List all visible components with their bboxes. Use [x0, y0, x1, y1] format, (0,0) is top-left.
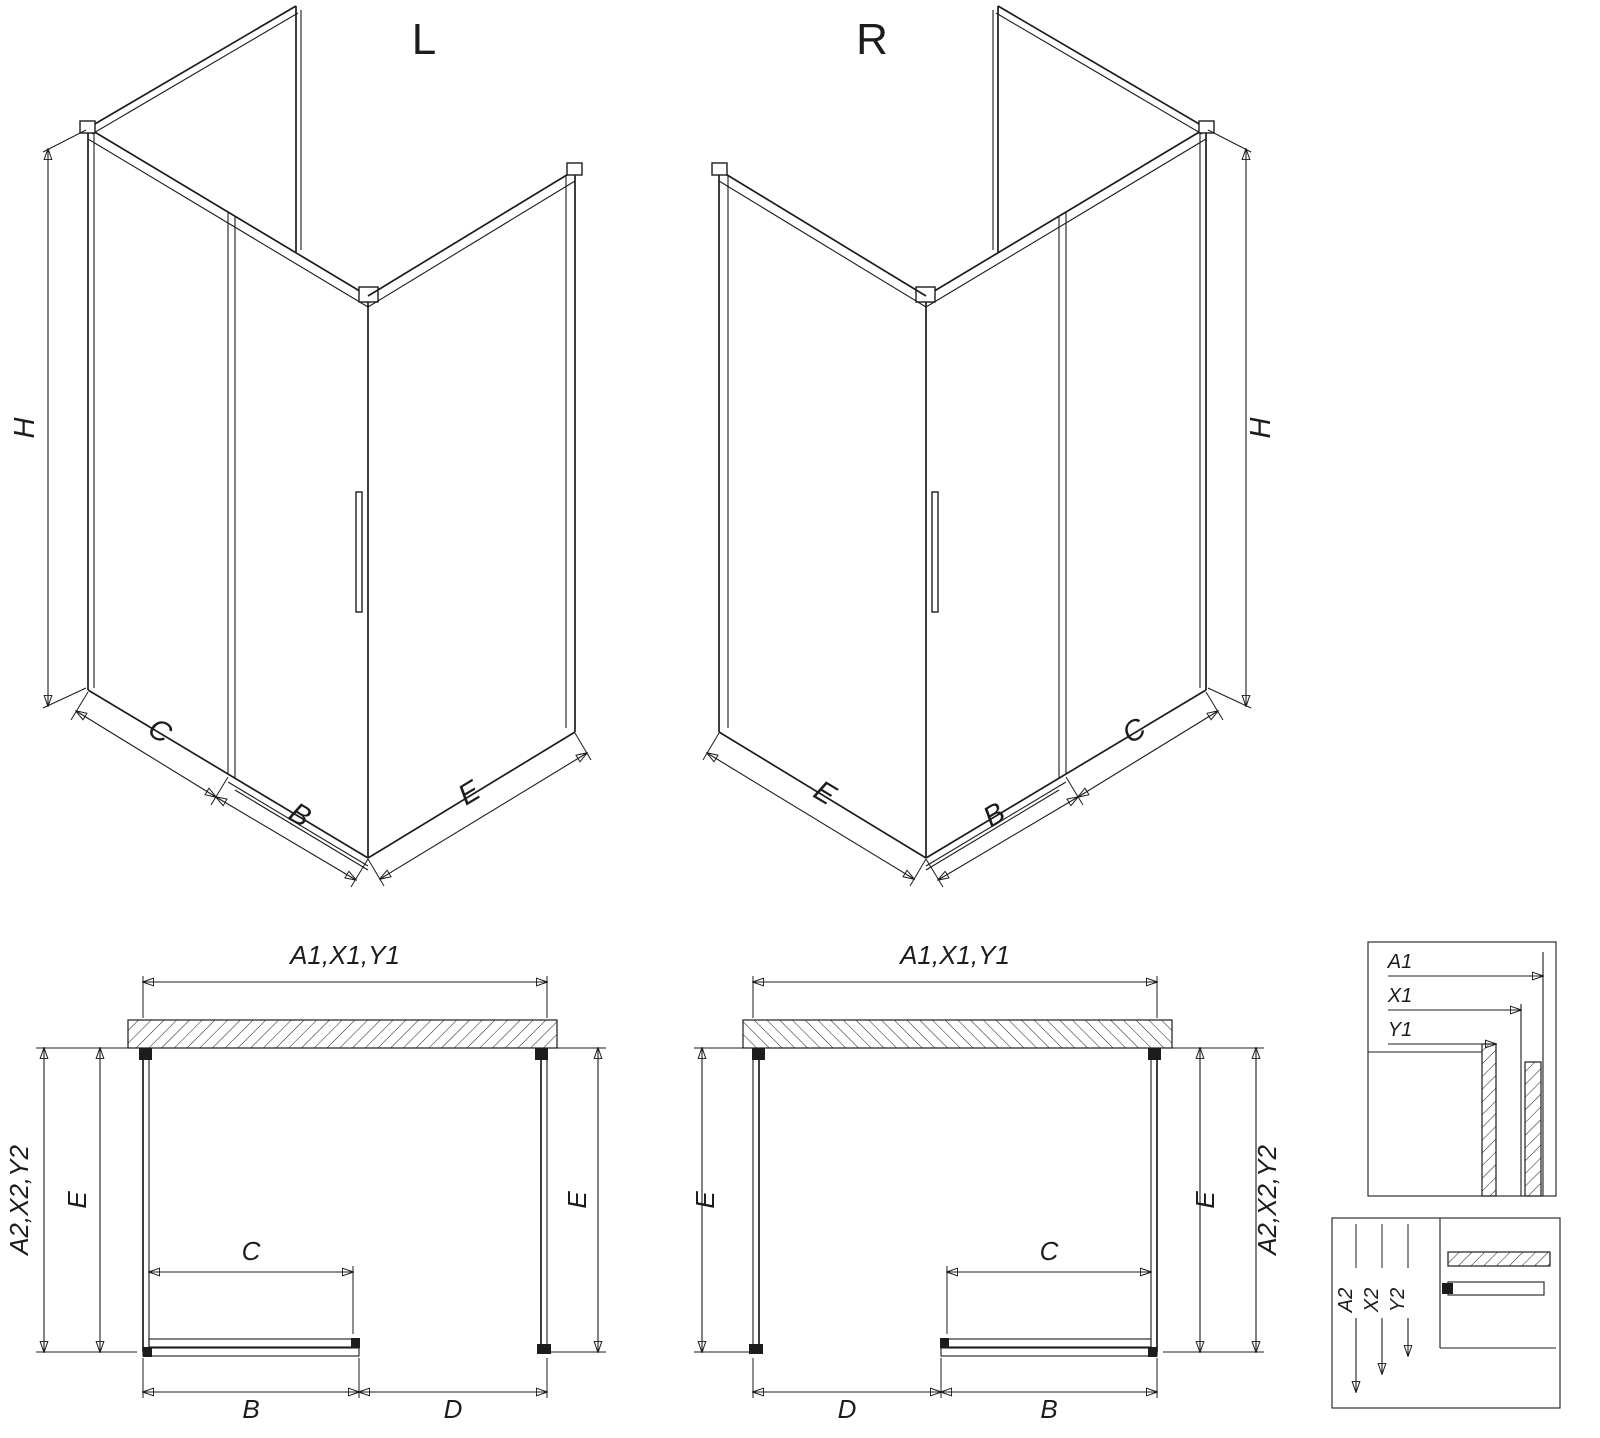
dim-label-e: E: [808, 775, 842, 813]
dim-label-d: D: [838, 1394, 857, 1424]
detail-view-bottom: A2 X2 Y2: [1331, 1217, 1561, 1409]
dim-label-e: E: [453, 774, 487, 812]
dim-label-e-right: E: [1190, 1191, 1220, 1209]
dim-label-x1: X1: [1387, 985, 1412, 1007]
wall-section-hatched: [1524, 1061, 1542, 1197]
dim-label-b: B: [242, 1394, 259, 1424]
door-profile: [1447, 1281, 1545, 1296]
detail-frame: [1367, 941, 1557, 1197]
glass-section-hatched: [1481, 1043, 1497, 1197]
dim-label-e-right: E: [562, 1191, 592, 1209]
dim-label-h: H: [1245, 417, 1277, 438]
view-title-right: R: [856, 15, 888, 64]
dim-label-x2: X2: [1361, 1288, 1383, 1313]
dim-label-a2x2y2: A2,X2,Y2: [4, 1145, 34, 1257]
dim-label-c: C: [1040, 1236, 1059, 1266]
glass-section-hatched: [1447, 1251, 1551, 1267]
perspective-view-right: [703, 6, 1251, 887]
dim-label-y2: Y2: [1387, 1288, 1409, 1312]
dim-label-h: H: [9, 417, 41, 438]
plan-right-labels: A1,X1,Y1 A2,X2,Y2 E E C B D: [690, 940, 1282, 1424]
perspective-view-left: [43, 6, 591, 887]
dim-label-b: B: [283, 797, 316, 834]
dim-label-e-left: E: [690, 1191, 720, 1209]
dim-label-a1: A1: [1387, 951, 1412, 973]
plan-view-right: [694, 976, 1264, 1398]
dim-label-b: B: [1040, 1394, 1057, 1424]
dim-label-e-left: E: [62, 1191, 92, 1209]
dim-label-a2: A2: [1335, 1288, 1357, 1313]
dim-label-a1x1y1: A1,X1,Y1: [898, 940, 1010, 970]
plan-left-labels: A1,X1,Y1 A2,X2,Y2 E E C B D: [4, 940, 592, 1424]
dim-label-b: B: [978, 797, 1011, 834]
dim-label-d: D: [444, 1394, 463, 1424]
dim-label-c: C: [1117, 712, 1152, 751]
dim-label-a1x1y1: A1,X1,Y1: [288, 940, 400, 970]
plan-view-left: [36, 976, 606, 1398]
dim-label-a2x2y2: A2,X2,Y2: [1252, 1145, 1282, 1257]
dim-label-c: C: [242, 1236, 261, 1266]
roller-block: [1442, 1283, 1453, 1294]
detail-view-top: A1 X1 Y1: [1367, 941, 1557, 1197]
detail-frame: [1331, 1217, 1561, 1409]
dim-label-y1: Y1: [1388, 1019, 1412, 1041]
perspective-left-labels: L H C B E: [9, 15, 486, 834]
dim-label-c: C: [142, 712, 177, 751]
view-title-left: L: [412, 15, 436, 64]
